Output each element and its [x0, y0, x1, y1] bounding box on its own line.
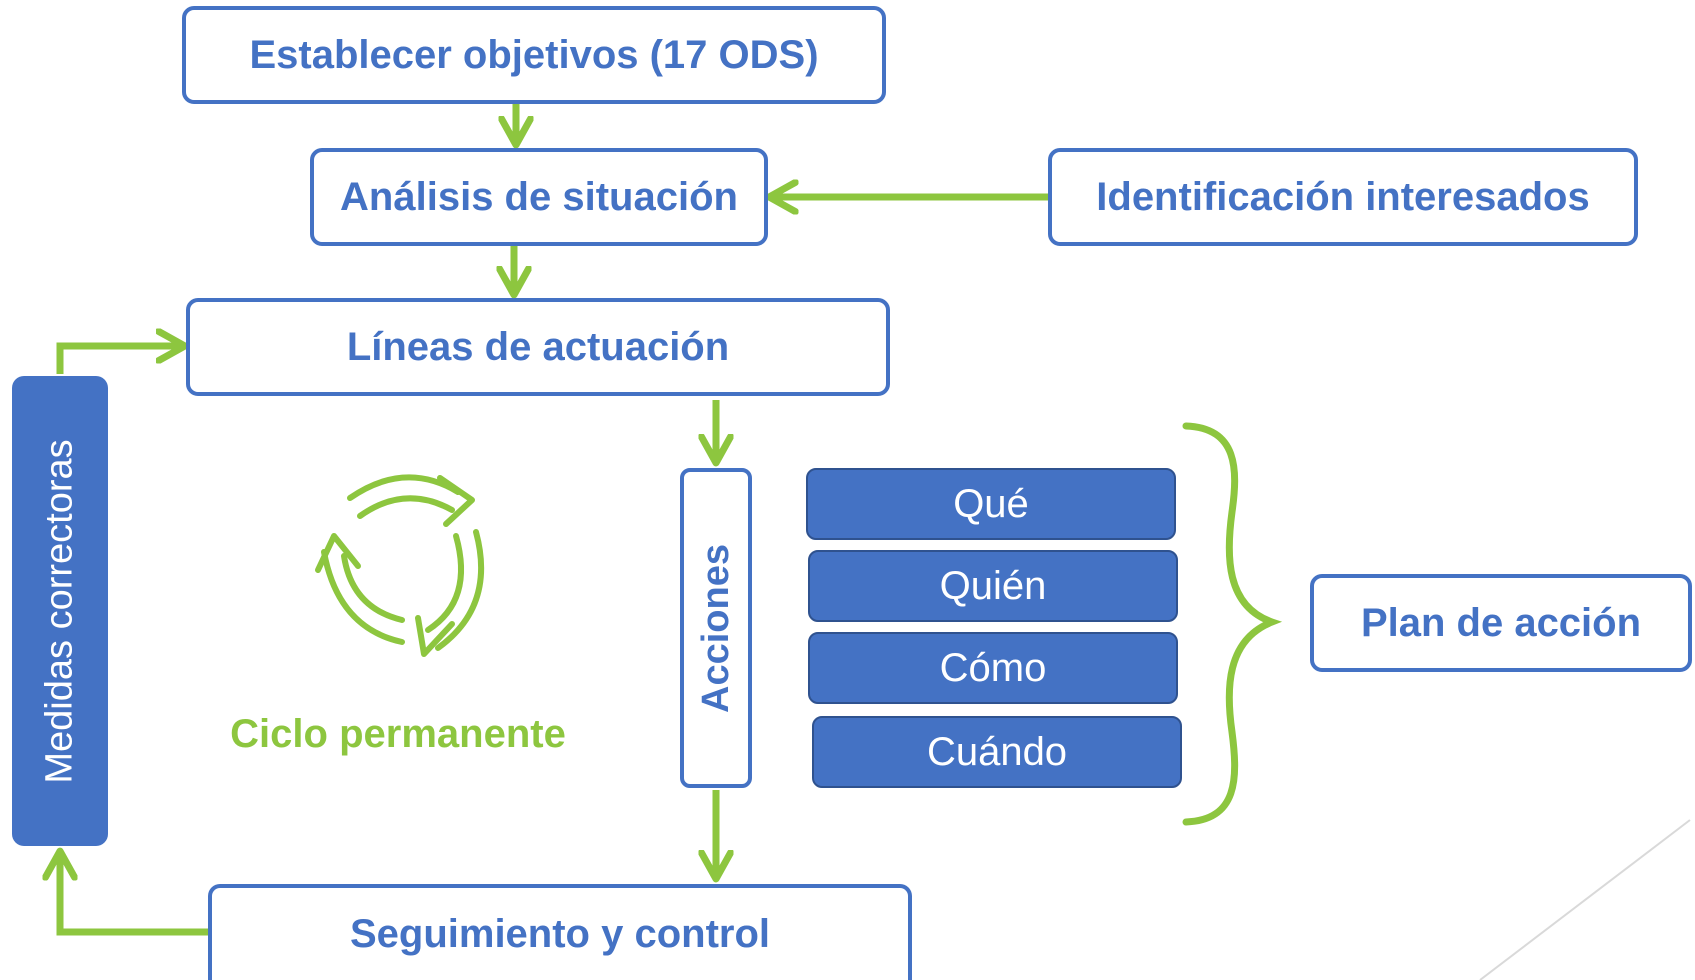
step-como-label: Cómo [939, 645, 1047, 690]
step-cuando: Cuándo [812, 716, 1182, 788]
step-como: Cómo [808, 632, 1178, 704]
node-seguimiento-control-label: Seguimiento y control [349, 911, 771, 956]
node-establecer-objetivos-label: Establecer objetivos (17 ODS) [249, 32, 819, 77]
node-identificacion-interesados-label: Identificación interesados [1096, 174, 1590, 219]
recycle-arrows-icon [315, 474, 485, 657]
step-que: Qué [806, 468, 1176, 540]
node-medidas-correctoras-label: Medidas correctoras [38, 438, 81, 784]
slide-decoration-line [1479, 819, 1691, 980]
step-cuando-label: Cuándo [926, 729, 1068, 774]
node-establecer-objetivos: Establecer objetivos (17 ODS) [182, 6, 886, 104]
node-analisis-situacion-label: Análisis de situación [340, 174, 738, 219]
node-plan-accion-label: Plan de acción [1360, 600, 1642, 645]
node-seguimiento-control: Seguimiento y control [208, 884, 912, 980]
node-analisis-situacion: Análisis de situación [310, 148, 768, 246]
arrow-seguimiento-to-medidas [60, 854, 208, 936]
node-plan-accion: Plan de acción [1310, 574, 1692, 672]
node-medidas-correctoras: Medidas correctoras [12, 376, 108, 846]
curly-brace [1182, 422, 1283, 826]
node-lineas-actuacion-label: Líneas de actuación [346, 324, 730, 369]
node-acciones: Acciones [680, 468, 752, 788]
step-quien-label: Quién [939, 563, 1047, 608]
step-quien: Quién [808, 550, 1178, 622]
arrow-medidas-to-lineas [56, 346, 182, 374]
node-identificacion-interesados: Identificación interesados [1048, 148, 1638, 246]
step-que-label: Qué [953, 481, 1029, 526]
node-acciones-label: Acciones [694, 543, 737, 713]
cycle-label: Ciclo permanente [230, 712, 566, 756]
node-lineas-actuacion: Líneas de actuación [186, 298, 890, 396]
